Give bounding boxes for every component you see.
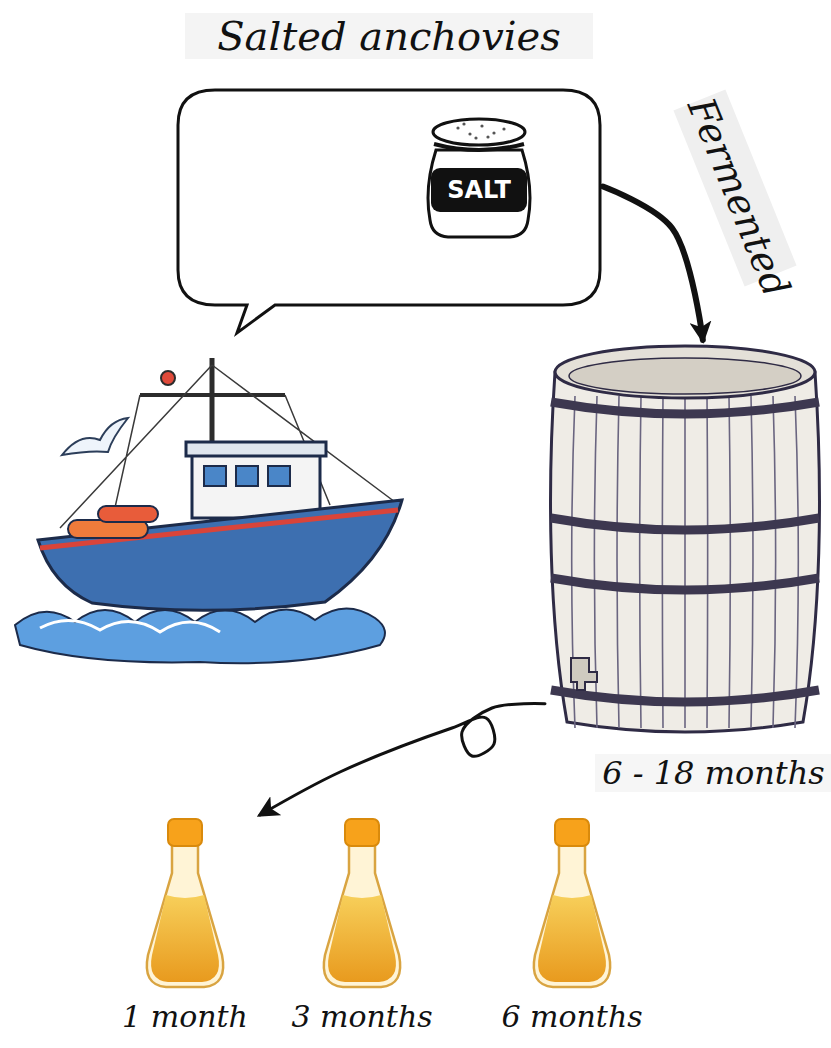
bottle-cap	[555, 819, 589, 846]
node-outline	[545, 340, 831, 825]
seagull	[62, 418, 128, 455]
salt-grain	[468, 132, 471, 135]
barrel-stave	[684, 396, 686, 728]
salt-grain	[456, 126, 459, 129]
salt-bag-node: SALT	[418, 110, 540, 240]
duration-label: 6 - 18 months	[595, 754, 831, 792]
barrel-tap	[571, 658, 597, 690]
salt-grain	[486, 135, 489, 138]
barrel-stave	[640, 396, 641, 728]
bottle-glass	[324, 843, 400, 987]
hull-stripe	[40, 510, 398, 548]
barrel-stave	[795, 396, 798, 728]
salt-grain	[502, 127, 505, 130]
barrel-inside	[569, 358, 801, 394]
fish-sauce	[538, 895, 606, 982]
bottle-cap	[345, 819, 379, 846]
barrel-stave	[706, 396, 708, 728]
node-label: 3 months	[287, 999, 437, 1034]
node-label: 6 months	[497, 999, 647, 1034]
barrel-stave	[662, 396, 664, 728]
salt-grain	[492, 131, 495, 134]
wave-crest	[40, 620, 220, 632]
boat-float	[68, 520, 148, 538]
barrel-hoop	[551, 402, 819, 414]
sea-wave	[15, 608, 385, 663]
barrel-body	[551, 372, 820, 732]
cabin-window	[268, 466, 290, 486]
bottle-node: 6 months	[497, 815, 647, 1045]
mast-crossbar	[140, 393, 285, 397]
fishing-boat	[15, 358, 402, 663]
salt-grain	[474, 136, 477, 139]
bottle-glass	[147, 843, 223, 987]
barrel-hoop	[551, 578, 819, 590]
bottle-node: 1 month	[110, 815, 260, 1045]
fish-sauce	[328, 895, 396, 982]
boat-float	[98, 506, 158, 522]
node-label: 1 month	[110, 999, 260, 1034]
bottle-glass	[534, 843, 610, 987]
barrel-node: 6 - 18 months	[545, 340, 831, 825]
salt-bag	[428, 150, 530, 237]
barrel-hoop	[551, 518, 819, 530]
barrel-rim	[555, 346, 815, 398]
salt-grain	[462, 122, 465, 125]
speech-bubble	[178, 90, 600, 333]
bubble-heading: Salted anchovies	[185, 13, 593, 59]
speech-bubble-node: Salted anchoviesSALT	[175, 5, 603, 335]
edge-label: Fermented	[673, 89, 796, 286]
boat-hull	[38, 500, 402, 610]
cabin-roof	[186, 442, 326, 456]
process-arrow	[260, 704, 545, 815]
mast-light	[161, 371, 175, 385]
boat-rigging	[60, 365, 395, 530]
cabin-window	[204, 466, 226, 486]
salt-grain	[480, 124, 483, 127]
barrel-stave	[729, 396, 730, 728]
cabin-window	[236, 466, 258, 486]
barrel-stave	[617, 396, 619, 728]
boat-cabin	[192, 452, 320, 518]
bag-tie	[434, 144, 524, 150]
bag-mouth	[433, 119, 525, 145]
barrel-stave	[773, 396, 776, 728]
bottle-node: 3 months	[287, 815, 437, 1045]
fish-sauce	[151, 895, 219, 982]
barrel-hoop	[551, 690, 819, 702]
boat-mast	[210, 358, 215, 520]
bottle-cap	[168, 819, 202, 846]
barrel-stave	[751, 396, 753, 728]
process-arrow	[603, 187, 703, 341]
bag-label: SALT	[431, 168, 527, 212]
